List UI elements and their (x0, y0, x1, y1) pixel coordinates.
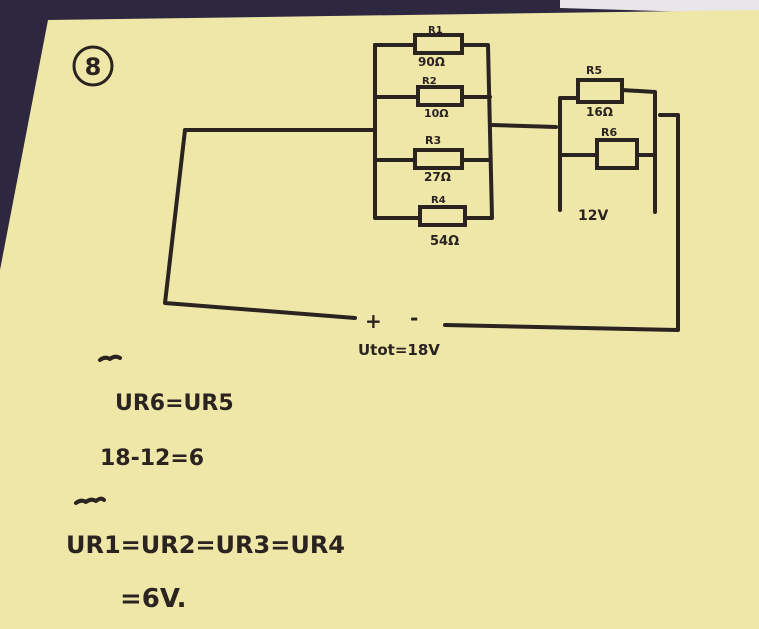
source-minus: - (410, 306, 418, 330)
solution-notes: UR6=UR5 18-12=6 UR1=UR2=UR3=UR4 =6V. (66, 354, 345, 614)
label-r4: R4 (431, 195, 446, 206)
label-r2: R2 (422, 76, 437, 87)
note-line-4: =6V. (120, 584, 187, 614)
label-r1: R1 (428, 25, 443, 36)
resistor-r1 (413, 33, 464, 55)
value-r1: 90Ω (418, 55, 445, 69)
parallel-block-r5-r6: R5 16Ω R6 12V (443, 64, 680, 332)
svg-text:8: 8 (85, 53, 102, 81)
problem-number: 8 (72, 45, 114, 87)
note-line-1: UR6=UR5 (115, 391, 234, 416)
resistor-r6 (595, 138, 639, 170)
value-r5: 16Ω (586, 105, 613, 119)
value-r2: 10Ω (424, 107, 449, 120)
total-voltage: Utot=18V (358, 341, 440, 359)
note-line-2: 18-12=6 (100, 446, 204, 471)
voltage-source: + - Utot=18V (163, 128, 440, 359)
resistor-r4 (418, 205, 467, 227)
parallel-block-r1-r4: R1 90Ω R2 10Ω R3 27Ω R4 54Ω (183, 25, 558, 249)
grid-paper-edge (560, 0, 759, 14)
value-r3: 27Ω (424, 170, 451, 184)
label-r5: R5 (586, 64, 602, 77)
resistor-r5 (576, 78, 624, 104)
note-line-3: UR1=UR2=UR3=UR4 (66, 531, 345, 559)
source-plus: + (365, 309, 382, 333)
value-r4: 54Ω (430, 234, 459, 249)
label-r3: R3 (425, 134, 441, 147)
resistor-r2 (416, 85, 464, 107)
label-r6: R6 (601, 126, 617, 139)
parallel-voltage: 12V (578, 208, 608, 224)
yellow-paper (0, 10, 759, 629)
resistor-r3 (413, 148, 464, 170)
